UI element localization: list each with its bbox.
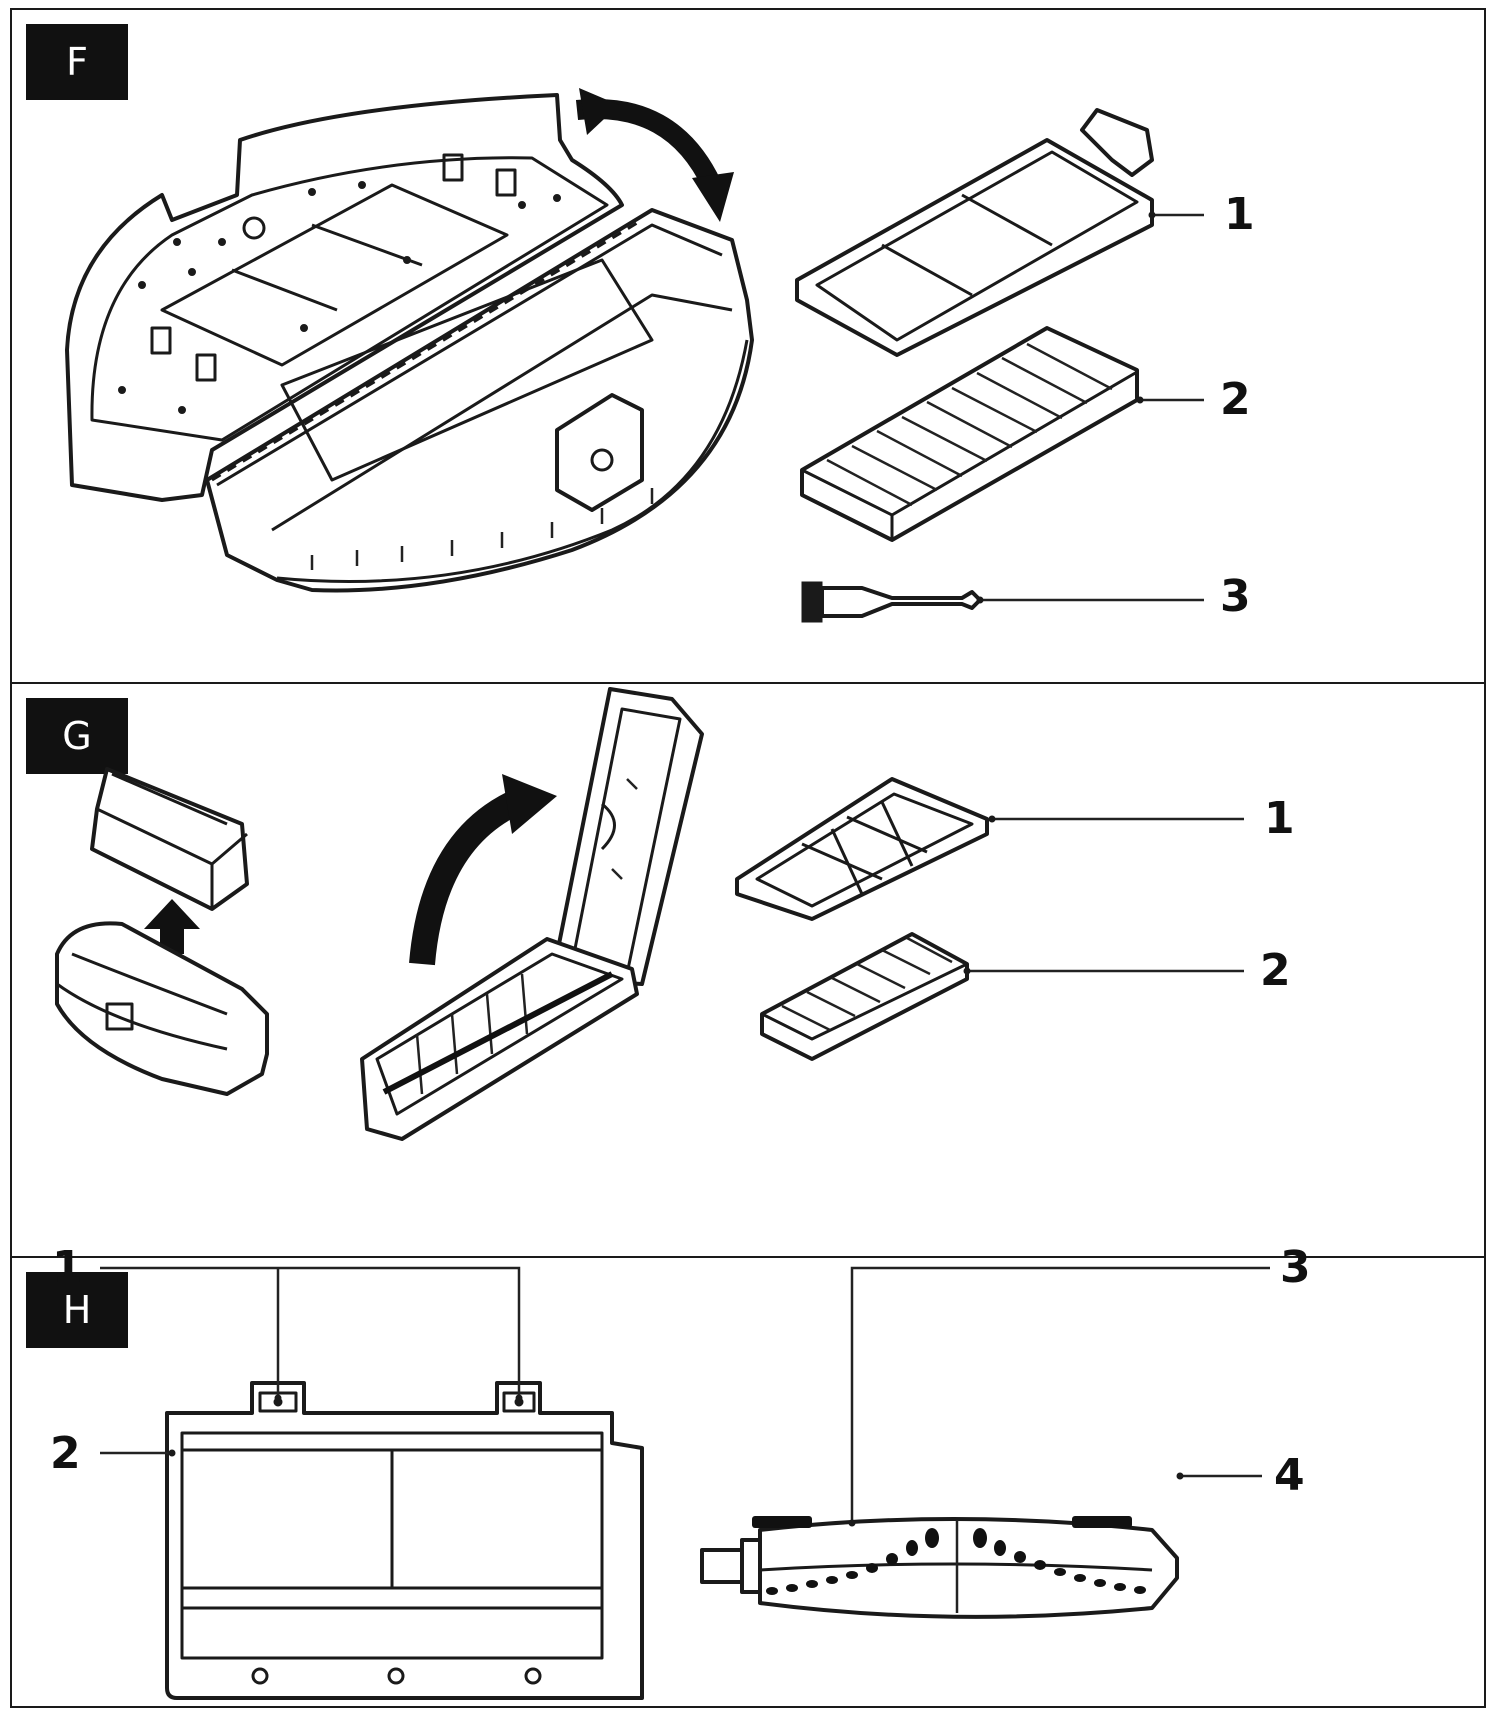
callout-label: 2 <box>50 1428 81 1479</box>
callout-label: 1 <box>1224 189 1255 240</box>
callout-label: 2 <box>1260 945 1291 996</box>
panel-label: F <box>26 24 128 100</box>
callout-label: 2 <box>1220 374 1251 425</box>
brush-and-filter-parts-illustration <box>100 1266 1270 1700</box>
panel-label: G <box>26 698 128 774</box>
panel-label: H <box>26 1272 128 1348</box>
panel-g: G <box>10 682 1486 1258</box>
callout-label: 1 <box>1264 793 1295 844</box>
dustbin-assembly-illustration <box>65 88 1204 623</box>
callout-label: 1 <box>52 1242 83 1293</box>
callout-label: 3 <box>1280 1242 1311 1293</box>
callout-label: 3 <box>1220 571 1251 622</box>
filter-removal-illustration <box>55 687 1244 1141</box>
panel-f: F <box>10 8 1486 684</box>
panel-h: H <box>10 1246 1486 1708</box>
callout-label: 4 <box>1274 1450 1305 1501</box>
